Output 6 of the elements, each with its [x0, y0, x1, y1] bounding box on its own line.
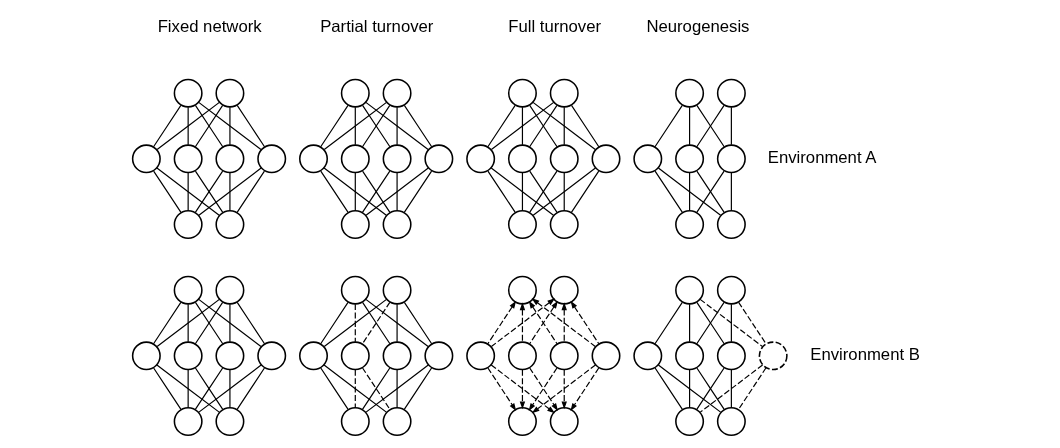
label: Environment B: [809, 344, 920, 364]
label: Fixed network: [157, 16, 262, 36]
label: Neurogenesis: [645, 16, 749, 36]
label: Full turnover: [507, 16, 601, 36]
label: Partial turnover: [319, 16, 433, 36]
label: Environment A: [767, 147, 876, 167]
